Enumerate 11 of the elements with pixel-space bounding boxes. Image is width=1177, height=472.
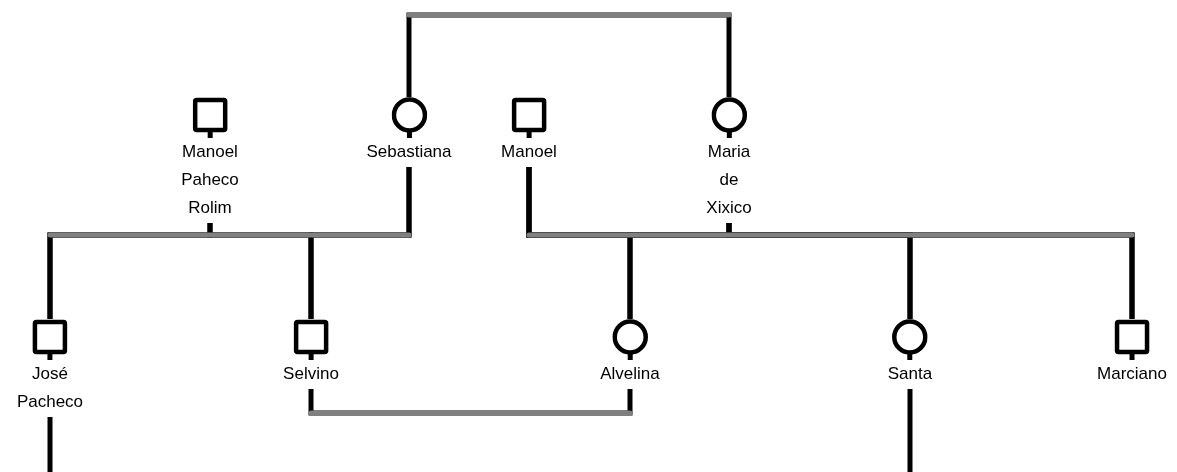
lineage-line [47,417,53,472]
person-name: Santa [887,363,933,385]
person-name: José Pacheco [16,363,84,413]
lineage-line [907,389,913,472]
person-name: Sebastiana [366,141,452,163]
person-name: Manoel Paheco Rolim [181,141,239,219]
person-name: Selvino [283,363,339,385]
person-name: Marciano [1097,363,1167,385]
person-name: Alvelina [600,363,660,385]
person-name: Maria de Xixico [706,141,752,219]
person-name: Manoel [501,141,557,163]
